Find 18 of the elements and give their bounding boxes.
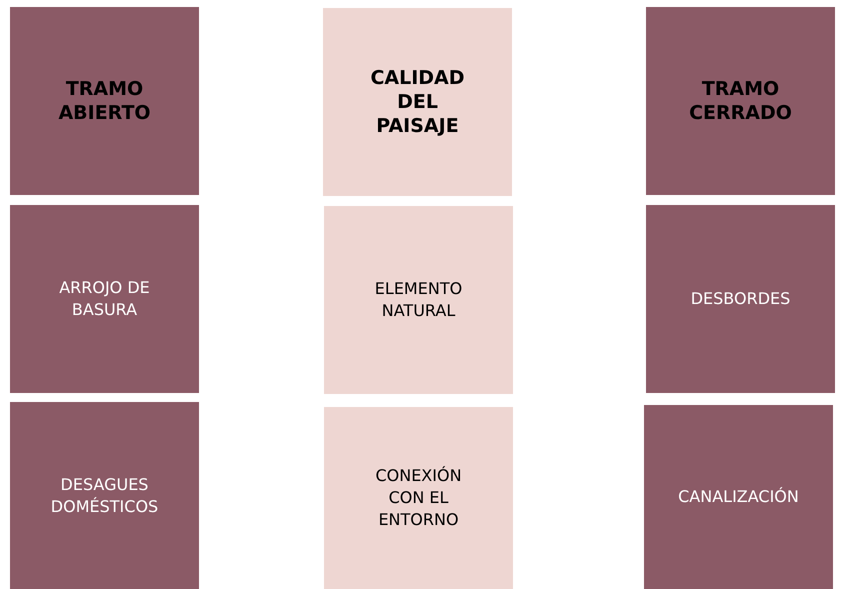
item-text: CANALIZACIÓN [678,486,799,508]
item-text: CONEXIÓN CON EL ENTORNO [374,465,463,531]
heading-text: CALIDAD DEL PAISAJE [369,66,466,138]
category-box [10,7,199,195]
category-box [323,8,512,196]
category-box [646,205,835,393]
item-text: ELEMENTO NATURAL [374,278,464,322]
heading-text: TRAMO ABIERTO [57,77,152,125]
category-box [324,206,513,394]
item-text: ARROJO DE BASURA [58,277,151,321]
item-text: DESBORDES [690,288,790,310]
category-box [10,205,199,393]
category-box [324,407,513,589]
category-box [644,405,833,589]
item-text: DESAGUES DOMÉSTICOS [50,474,159,518]
category-box [646,7,835,195]
category-box [10,402,199,589]
heading-text: TRAMO CERRADO [688,77,793,125]
